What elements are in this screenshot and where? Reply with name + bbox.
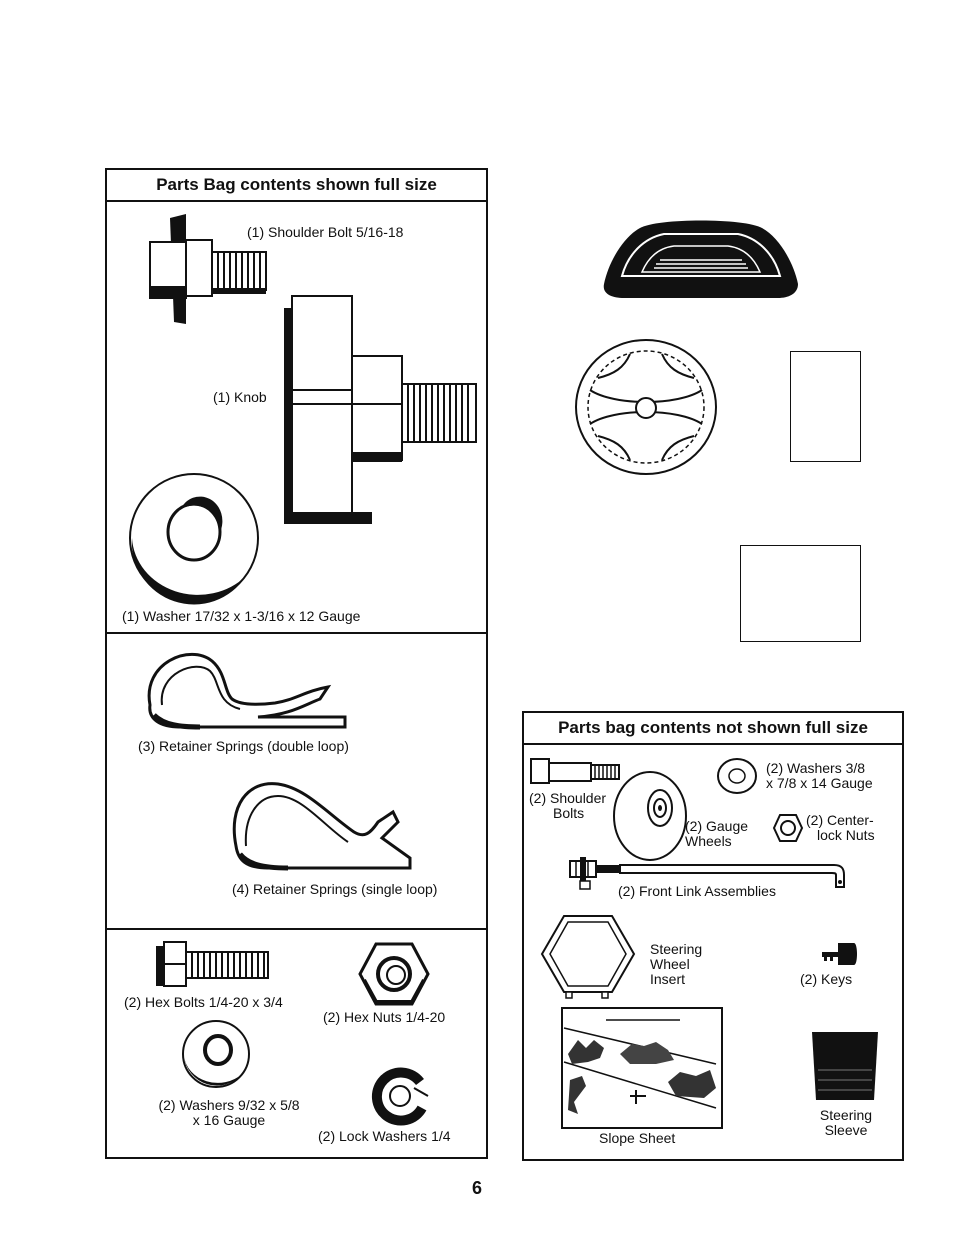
panel-title-not-full-size: Parts bag contents not shown full size: [524, 713, 902, 745]
shoulder-bolts-label-line1: (2) Shoulder: [529, 790, 607, 806]
gauge-wheels-label-line1: (2) Gauge: [685, 818, 749, 834]
shoulder-bolts-label-line2: Bolts: [553, 805, 585, 821]
insert-label-line2: Wheel: [650, 956, 690, 972]
key-icon: [822, 943, 857, 965]
hex-bolts-label: (2) Hex Bolts 1/4-20 x 3/4: [124, 994, 283, 1010]
washers-3-8-label-line1: (2) Washers 3/8: [766, 760, 866, 776]
blank-card-illustration: [740, 545, 861, 642]
steering-wheel-illustration: [575, 339, 717, 475]
hex-bolt-illustration: [156, 941, 269, 987]
shoulder-bolts-illustration: [530, 758, 620, 784]
knob-illustration: [284, 295, 477, 524]
steering-wheel-insert-illustration: [540, 915, 636, 999]
gauge-wheels-label-line2: Wheels: [685, 833, 732, 849]
center-nuts-label-line1: (2) Center-: [806, 812, 874, 828]
retainer-spring-single-loop-illustration: [232, 782, 412, 871]
insert-label-line1: Steering: [650, 941, 703, 957]
lock-washer-illustration: [371, 1067, 429, 1126]
center-lock-nut-illustration: [772, 814, 804, 842]
parts-not-full-size-panel: Parts bag contents not shown full size: [522, 711, 904, 1161]
center-nuts-label-line2: lock Nuts: [817, 827, 875, 843]
washer-small-illustration: [717, 758, 757, 794]
retainer-single-label: (4) Retainer Springs (single loop): [232, 881, 438, 897]
panel-title-full-size: Parts Bag contents shown full size: [107, 170, 486, 202]
front-link-label: (2) Front Link Assemblies: [618, 883, 776, 899]
section-divider: [107, 632, 486, 634]
retainer-double-label: (3) Retainer Springs (double loop): [138, 738, 349, 754]
parts-full-size-panel: Parts Bag contents shown full size: [105, 168, 488, 1159]
front-link-assembly-illustration: [569, 857, 845, 890]
steering-cap-illustration: [603, 220, 798, 298]
sleeve-label-line1: Steering: [819, 1107, 873, 1123]
section-divider: [107, 928, 486, 930]
small-washer-illustration: [182, 1020, 250, 1088]
washers-label-line2: x 16 Gauge: [192, 1112, 266, 1128]
insert-label-line3: Insert: [650, 971, 686, 987]
blank-card-illustration: [790, 351, 861, 462]
gauge-wheel-illustration: [613, 771, 687, 861]
shoulder-bolt-illustration: [149, 214, 267, 324]
shoulder-bolt-label: (1) Shoulder Bolt 5/16-18: [247, 224, 404, 240]
knob-label: (1) Knob: [213, 389, 267, 405]
retainer-spring-double-loop-illustration: [147, 652, 347, 730]
washers-3-8-label-line2: x 7/8 x 14 Gauge: [766, 775, 873, 791]
slope-sheet-label: Slope Sheet: [599, 1130, 676, 1146]
sleeve-label-line2: Sleeve: [824, 1122, 868, 1138]
hex-nuts-label: (2) Hex Nuts 1/4-20: [323, 1009, 446, 1025]
keys-label: (2) Keys: [800, 971, 853, 987]
hex-nut-illustration: [358, 942, 430, 1006]
steering-sleeve-illustration: [812, 1032, 878, 1100]
washer-illustration: [129, 473, 259, 605]
slope-sheet-illustration: [561, 1007, 723, 1129]
washer-label: (1) Washer 17/32 x 1-3/16 x 12 Gauge: [122, 608, 361, 624]
page-number: 6: [471, 1178, 482, 1198]
washers-label-line1: (2) Washers 9/32 x 5/8: [158, 1097, 300, 1113]
lock-washers-label: (2) Lock Washers 1/4: [318, 1128, 451, 1144]
